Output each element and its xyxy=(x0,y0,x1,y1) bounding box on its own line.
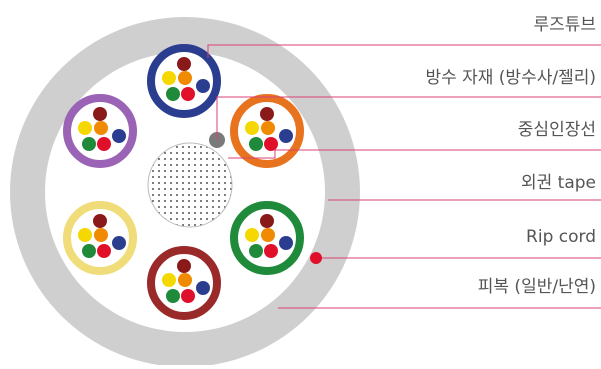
fiber-4 xyxy=(82,137,96,151)
fiber-6 xyxy=(196,281,210,295)
fiber-6 xyxy=(196,79,210,93)
fiber-3 xyxy=(261,228,275,242)
fiber-4 xyxy=(249,137,263,151)
fiber-2 xyxy=(162,273,176,287)
fiber-1 xyxy=(260,214,274,228)
loose-tubes xyxy=(63,44,304,320)
label-central-strength-member: 중심인장선 xyxy=(518,120,596,140)
label-loose-tube: 루즈튜브 xyxy=(533,15,596,35)
fiber-1 xyxy=(93,107,107,121)
fiber-6 xyxy=(279,236,293,250)
tube-yellow xyxy=(63,201,137,275)
fiber-1 xyxy=(93,214,107,228)
fiber-3 xyxy=(178,273,192,287)
fiber-5 xyxy=(97,244,111,258)
leader-waterproof xyxy=(216,96,601,140)
fiber-1 xyxy=(177,57,191,71)
fiber-2 xyxy=(245,228,259,242)
label-sheath: 피복 (일반/난연) xyxy=(478,277,596,297)
leader-central-member xyxy=(228,149,601,159)
fiber-3 xyxy=(94,228,108,242)
central-strength-member xyxy=(147,142,233,228)
fiber-3 xyxy=(94,121,108,135)
fiber-5 xyxy=(264,244,278,258)
fiber-2 xyxy=(78,121,92,135)
label-rip-cord: Rip cord xyxy=(526,227,596,247)
fiber-2 xyxy=(78,228,92,242)
fiber-1 xyxy=(177,259,191,273)
fiber-4 xyxy=(166,87,180,101)
fiber-2 xyxy=(245,121,259,135)
rip-cord-dot xyxy=(310,252,322,264)
label-waterproof-material: 방수 자재 (방수사/젤리) xyxy=(425,68,596,88)
tube-orange xyxy=(230,94,304,168)
fiber-5 xyxy=(181,289,195,303)
fiber-5 xyxy=(97,137,111,151)
tube-blue xyxy=(147,44,221,118)
fiber-6 xyxy=(112,129,126,143)
fiber-3 xyxy=(261,121,275,135)
fiber-4 xyxy=(82,244,96,258)
fiber-3 xyxy=(178,71,192,85)
fiber-4 xyxy=(249,244,263,258)
tube-purple xyxy=(63,94,137,168)
leader-lines xyxy=(207,44,601,309)
label-outer-tape: 외권 tape xyxy=(521,173,596,193)
fiber-5 xyxy=(264,137,278,151)
fiber-1 xyxy=(260,107,274,121)
fiber-6 xyxy=(112,236,126,250)
fiber-4 xyxy=(166,289,180,303)
tube-brown xyxy=(147,246,221,320)
fiber-5 xyxy=(181,87,195,101)
fiber-2 xyxy=(162,71,176,85)
fiber-6 xyxy=(279,129,293,143)
tube-green xyxy=(230,201,304,275)
leader-loose-tube xyxy=(207,44,601,58)
